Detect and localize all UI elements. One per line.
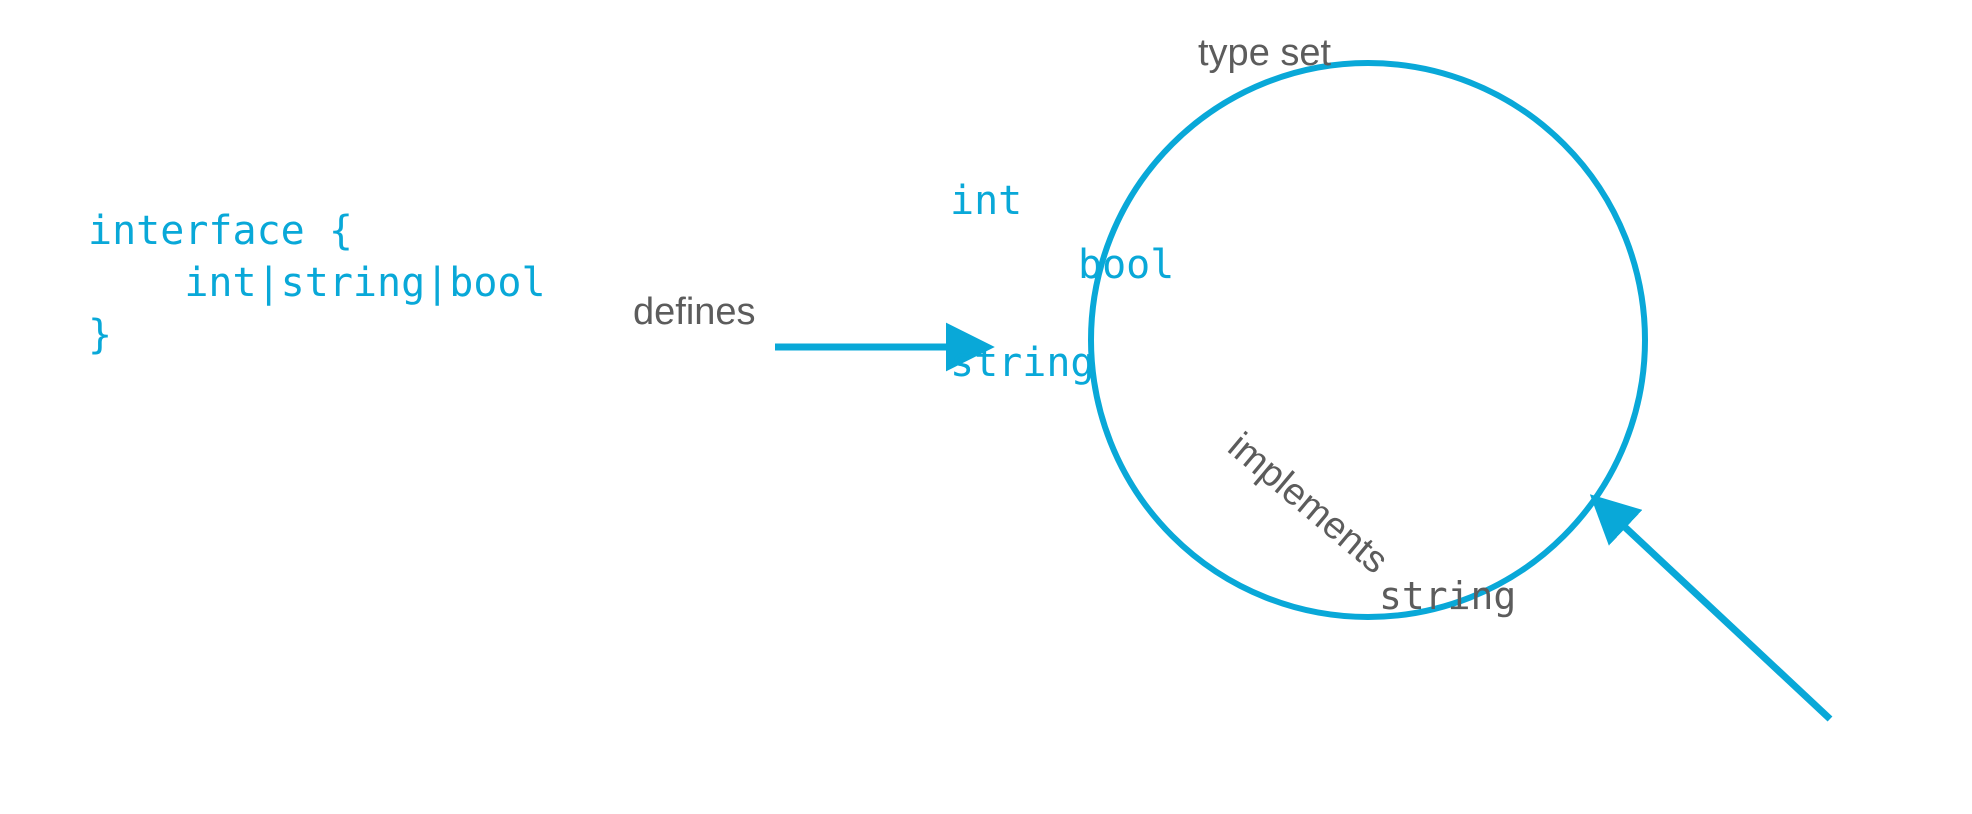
type-member-int: int [950, 178, 1023, 224]
type-member-string: string [950, 340, 1095, 386]
type-set-label: type set [1198, 32, 1332, 74]
defines-label: defines [633, 291, 756, 333]
implements-arrow [1589, 494, 1833, 722]
type-set-circle [1088, 60, 1648, 620]
code-line-2: int|string|bool [88, 260, 546, 306]
interface-code-block: interface { int|string|bool } [88, 205, 546, 361]
code-line-1: interface { [88, 208, 353, 254]
type-member-bool: bool [1078, 242, 1175, 288]
implementing-type-label: string [1379, 574, 1517, 618]
code-line-3: } [88, 312, 113, 358]
